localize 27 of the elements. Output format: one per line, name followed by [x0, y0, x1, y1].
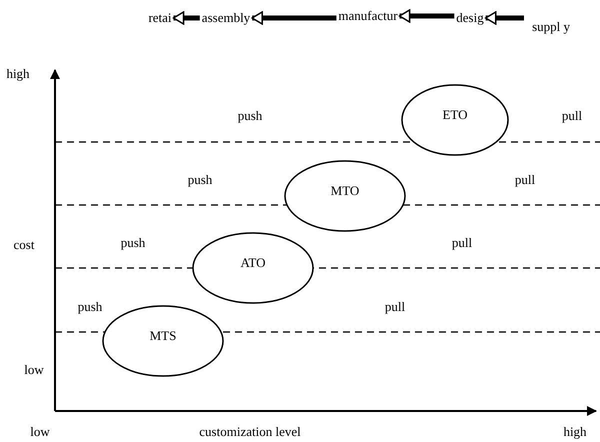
ellipse-node: MTO [284, 160, 406, 232]
pull-label: pull [452, 235, 472, 251]
pull-label: pull [514, 172, 536, 188]
axis-label: cost [14, 237, 34, 253]
stage-label: assembly [202, 10, 250, 26]
stage-label: desig [456, 10, 484, 26]
stage-label: retai [148, 10, 172, 26]
hollow-arrow [484, 11, 524, 25]
hollow-arrow [251, 11, 336, 25]
axis-label: low [24, 362, 44, 378]
ellipse-node: MTS [102, 305, 224, 377]
push-label: push [188, 172, 212, 188]
axis-label: high [563, 424, 587, 440]
pull-label: pull [562, 108, 582, 124]
axis-label: high [6, 66, 30, 82]
pull-label: pull [384, 299, 406, 315]
push-label: push [78, 299, 102, 315]
hollow-arrow [398, 9, 454, 23]
ellipse-node: ETO [401, 84, 509, 156]
stage-label: suppl y [526, 17, 570, 37]
axis-title: customization level [199, 424, 301, 440]
hollow-arrow [172, 11, 200, 25]
push-label: push [238, 108, 262, 124]
stage-label: manufactur [338, 8, 398, 24]
ellipse-node: ATO [192, 232, 314, 304]
push-label: push [120, 235, 146, 251]
axis-label: low [30, 424, 50, 440]
